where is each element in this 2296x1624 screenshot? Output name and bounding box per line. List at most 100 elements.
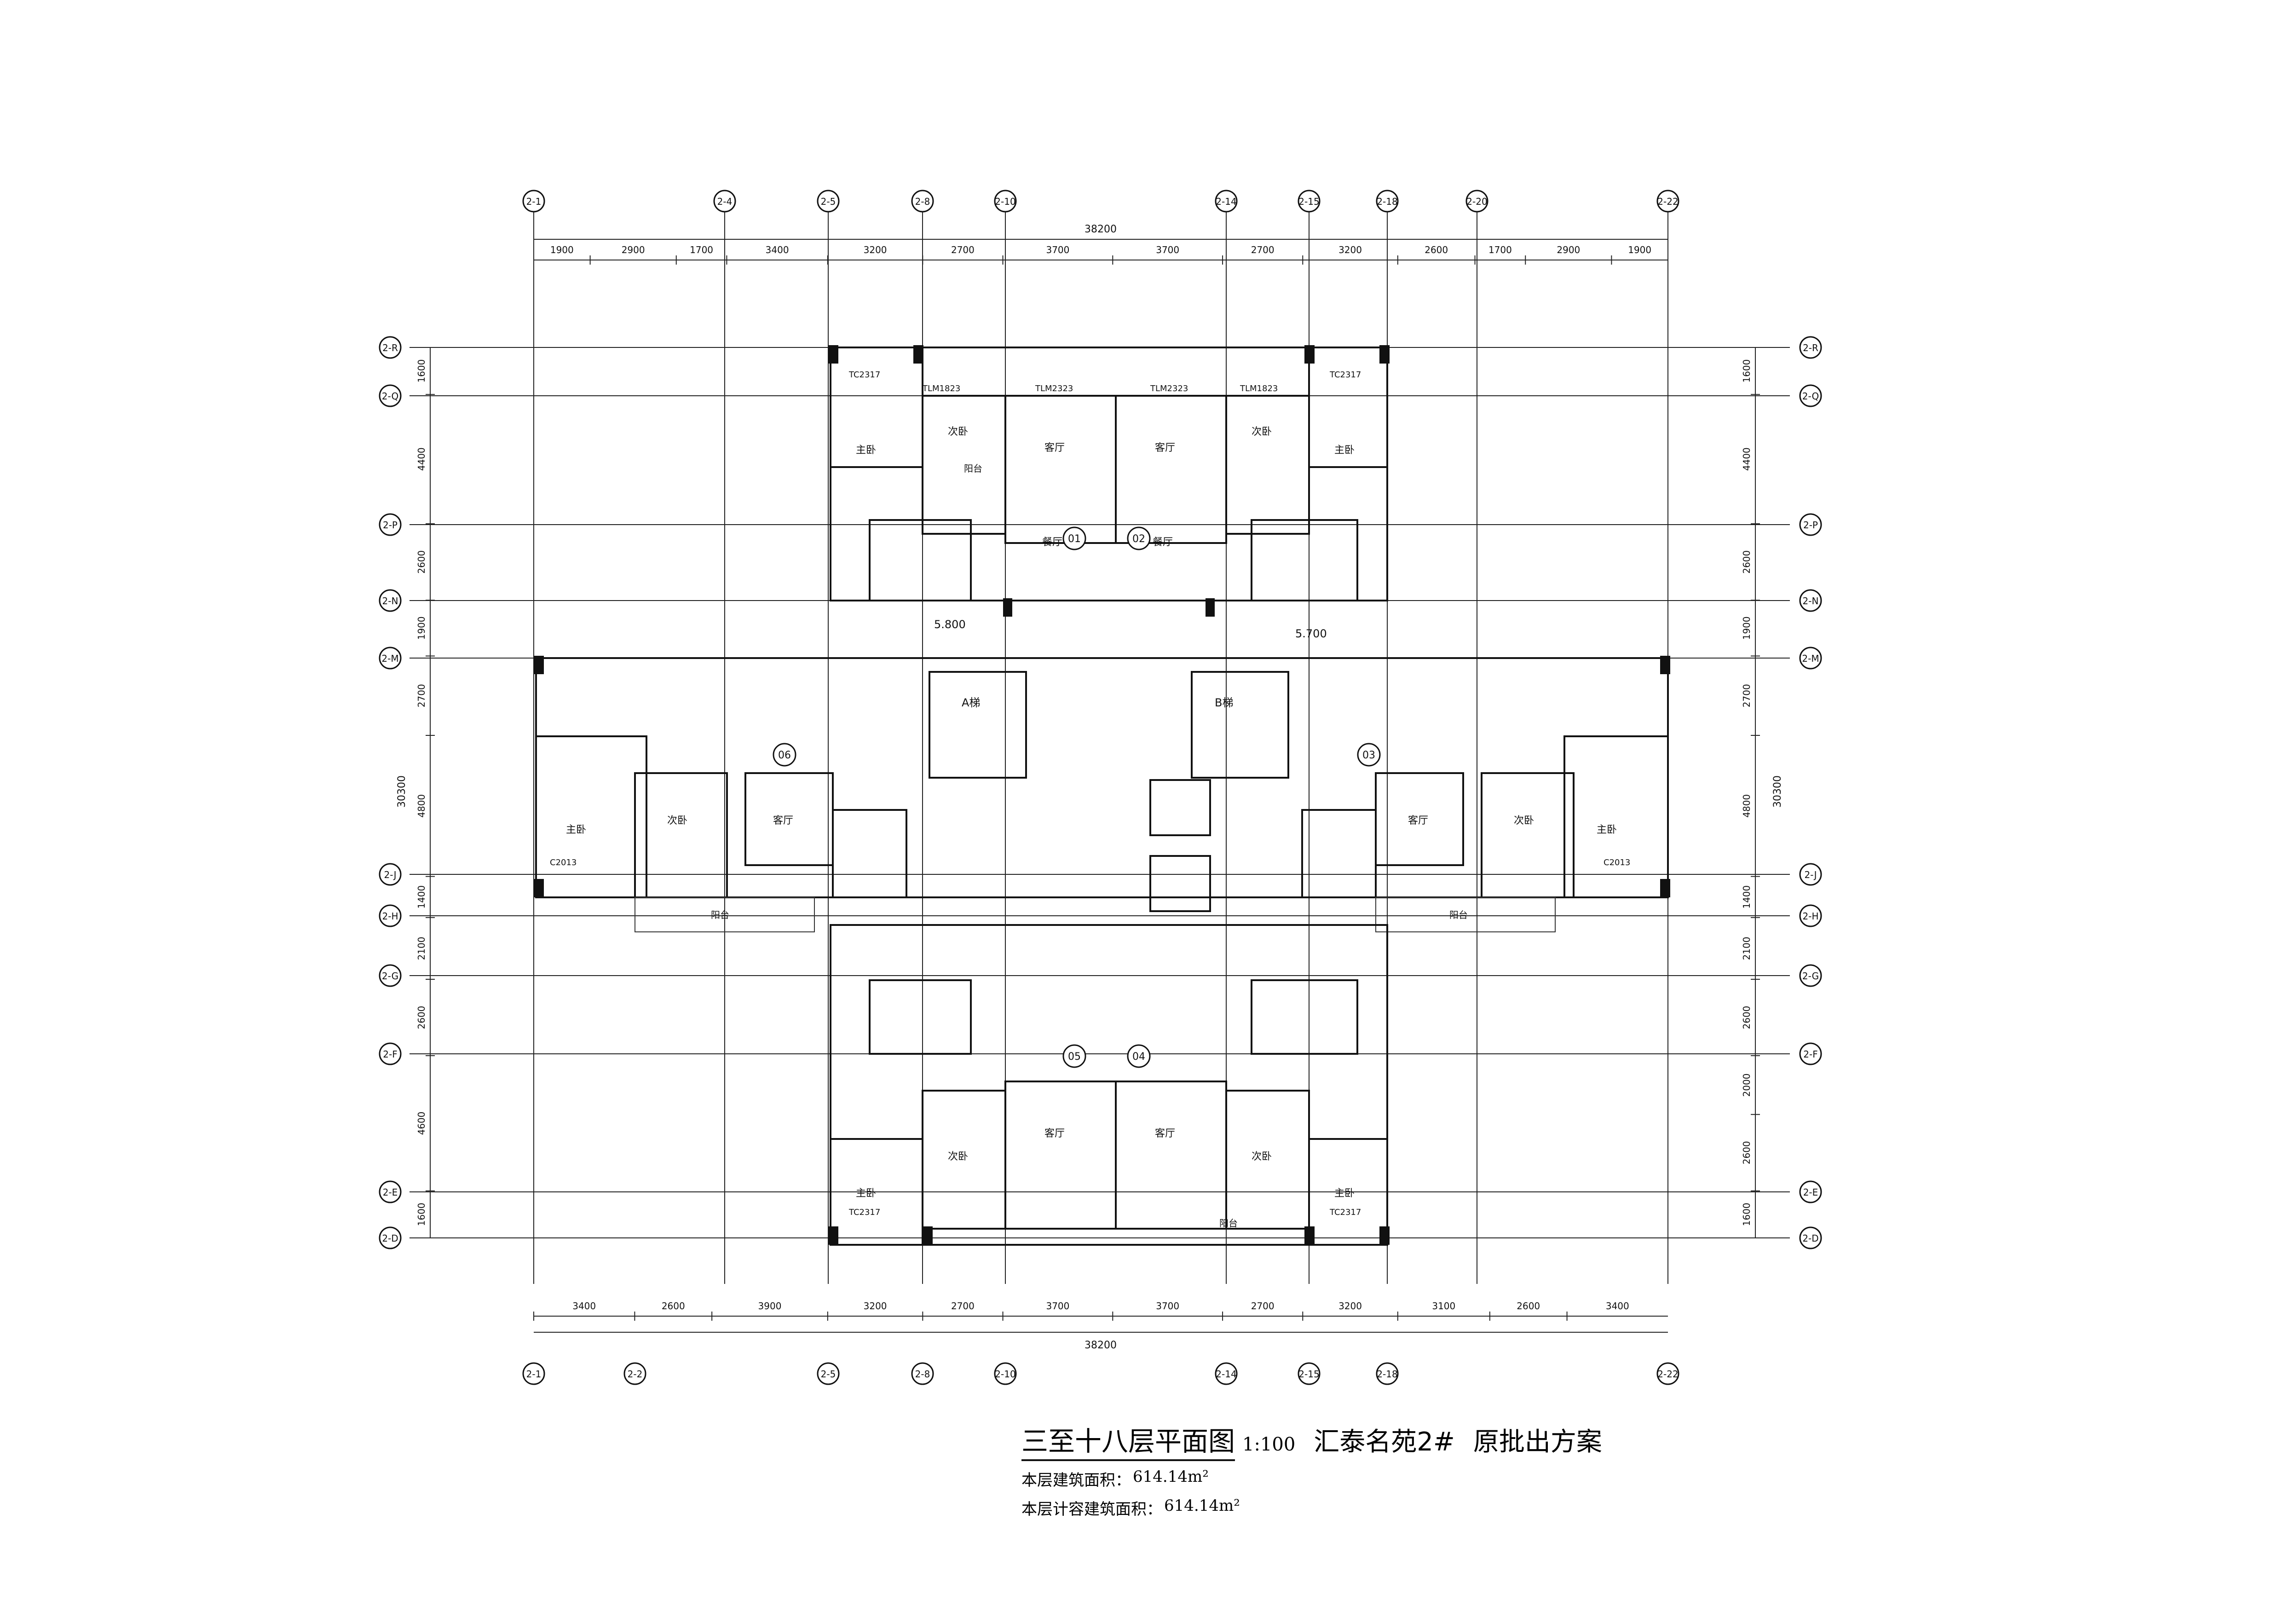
- axis-bubble-row: 2-D: [1799, 1226, 1822, 1249]
- svg-text:05: 05: [1068, 1051, 1081, 1063]
- svg-text:2-N: 2-N: [382, 595, 398, 607]
- dim-right-segment: 2000: [1741, 1073, 1752, 1097]
- room-label-bedroom: 次卧: [948, 426, 968, 438]
- stair-b: [1191, 671, 1289, 779]
- axis-bubble-row: 2-J: [379, 863, 402, 886]
- svg-text:2-M: 2-M: [1802, 653, 1819, 664]
- dim-bottom-segment: 2600: [1517, 1300, 1540, 1312]
- window-tag: TLM2323: [1035, 384, 1073, 393]
- room-label-living: 客厅: [1044, 442, 1065, 454]
- bottom-right-master: [1308, 1138, 1388, 1246]
- window-tag: TLM1823: [922, 384, 960, 393]
- svg-text:2-Q: 2-Q: [1802, 391, 1819, 402]
- dim-right-segment: 1900: [1741, 616, 1752, 640]
- dim-left-segment: 4800: [416, 794, 427, 818]
- window-tag: TC2317: [1329, 370, 1361, 380]
- svg-text:2-1: 2-1: [526, 1369, 542, 1380]
- unit-03-bedroom-2: [1301, 809, 1377, 898]
- top-wing-outline: [830, 347, 1388, 601]
- axis-bubble-bottom: 2-1: [522, 1362, 545, 1385]
- window-tag: TLM2323: [1150, 384, 1188, 393]
- svg-text:06: 06: [778, 750, 791, 761]
- axis-bubble-bottom: 2-15: [1298, 1362, 1321, 1385]
- axis-bubble-top: 2-5: [817, 190, 840, 213]
- svg-text:2-E: 2-E: [1803, 1187, 1818, 1198]
- svg-text:2-Q: 2-Q: [382, 391, 398, 402]
- axis-bubble-top: 2-8: [911, 190, 934, 213]
- dim-top-segment: 1700: [1488, 244, 1512, 255]
- top-left-master-room: [830, 347, 923, 468]
- axis-bubble-top: 2-15: [1298, 190, 1321, 213]
- dim-bottom-segment: 3700: [1156, 1300, 1179, 1312]
- axis-bubble-row: 2-P: [1799, 513, 1822, 536]
- dim-left-segment: 1900: [416, 616, 427, 640]
- drawing-title: 三至十八层平面图: [1021, 1420, 1235, 1461]
- dim-bottom-segment: 3100: [1432, 1300, 1455, 1312]
- unit-bubble: 02: [1127, 526, 1151, 550]
- area-row-1: 本层建筑面积： 614.14m²: [1021, 1468, 1666, 1490]
- dim-right-segment: 2700: [1741, 684, 1752, 707]
- axis-bubble-top: 2-4: [713, 190, 736, 213]
- room-label-dining: 餐厅: [1042, 537, 1062, 548]
- unit-04-living: [1115, 1081, 1227, 1230]
- unit-05-living: [1004, 1081, 1117, 1230]
- svg-text:2-18: 2-18: [1377, 196, 1397, 207]
- axis-bubble-bottom: 2-22: [1656, 1362, 1679, 1385]
- svg-text:2-P: 2-P: [383, 520, 398, 531]
- svg-text:2-2: 2-2: [628, 1369, 643, 1380]
- dim-top-segment: 1900: [1628, 244, 1651, 255]
- axis-bubble-row: 2-N: [1799, 589, 1822, 612]
- svg-text:2-H: 2-H: [382, 911, 398, 922]
- window-tag: C2013: [550, 858, 577, 867]
- axis-bubble-row: 2-H: [379, 904, 402, 927]
- middle-band-outline: [535, 657, 1669, 898]
- svg-text:2-22: 2-22: [1657, 196, 1678, 207]
- area-row-2: 本层计容建筑面积： 614.14m²: [1021, 1497, 1666, 1519]
- room-label-stair-b: B梯: [1215, 696, 1233, 709]
- area-value: 614.14m²: [1133, 1468, 1209, 1486]
- svg-text:2-F: 2-F: [1803, 1049, 1817, 1060]
- svg-text:2-M: 2-M: [381, 653, 398, 664]
- elevator-1: [1149, 779, 1211, 836]
- area-label: 本层计容建筑面积：: [1021, 1500, 1162, 1519]
- axis-bubble-bottom: 2-5: [817, 1362, 840, 1385]
- unit-03-balcony: [1375, 897, 1556, 932]
- room-label-bedroom: 次卧: [948, 1151, 968, 1162]
- svg-text:2-R: 2-R: [382, 342, 398, 353]
- dim-top-segment: 3700: [1156, 244, 1179, 255]
- stair-a: [929, 671, 1027, 779]
- svg-text:2-G: 2-G: [382, 971, 398, 982]
- unit-02-living: [1115, 395, 1227, 544]
- dim-bottom-segment: 3400: [572, 1300, 596, 1312]
- unit-bubble: 04: [1127, 1044, 1151, 1068]
- area-label: 本层建筑面积：: [1021, 1471, 1131, 1490]
- axis-bubble-top: 2-20: [1465, 190, 1488, 213]
- dim-top-segment: 2600: [1425, 244, 1448, 255]
- axis-bubble-top: 2-10: [994, 190, 1017, 213]
- unit-06-bedroom-2: [832, 809, 907, 898]
- room-label-master: 主卧: [856, 445, 876, 456]
- dim-top-segment: 1900: [550, 244, 574, 255]
- svg-text:2-J: 2-J: [1805, 869, 1817, 880]
- dim-right-segment: 4800: [1741, 794, 1752, 818]
- dim-bottom-segment: 3700: [1046, 1300, 1069, 1312]
- dim-total-top: 38200: [1085, 224, 1117, 235]
- dim-left-segment: 2700: [416, 684, 427, 707]
- bottom-wing-outline: [830, 924, 1388, 1246]
- svg-text:2-15: 2-15: [1298, 196, 1319, 207]
- svg-text:2-8: 2-8: [915, 1369, 930, 1380]
- building-outline: [534, 345, 1670, 1246]
- axis-bubble-row: 2-D: [379, 1226, 402, 1249]
- room-label-stair-a: A梯: [962, 696, 980, 709]
- svg-text:2-5: 2-5: [821, 196, 836, 207]
- svg-text:2-8: 2-8: [915, 196, 930, 207]
- svg-text:2-10: 2-10: [995, 1369, 1015, 1380]
- svg-text:03: 03: [1362, 750, 1375, 761]
- dim-top-segment: 2700: [1251, 244, 1275, 255]
- dim-top-segment: 3200: [864, 244, 887, 255]
- dim-right-segment: 2600: [1741, 1006, 1752, 1029]
- svg-text:2-20: 2-20: [1466, 196, 1487, 207]
- svg-text:2-5: 2-5: [821, 1369, 836, 1380]
